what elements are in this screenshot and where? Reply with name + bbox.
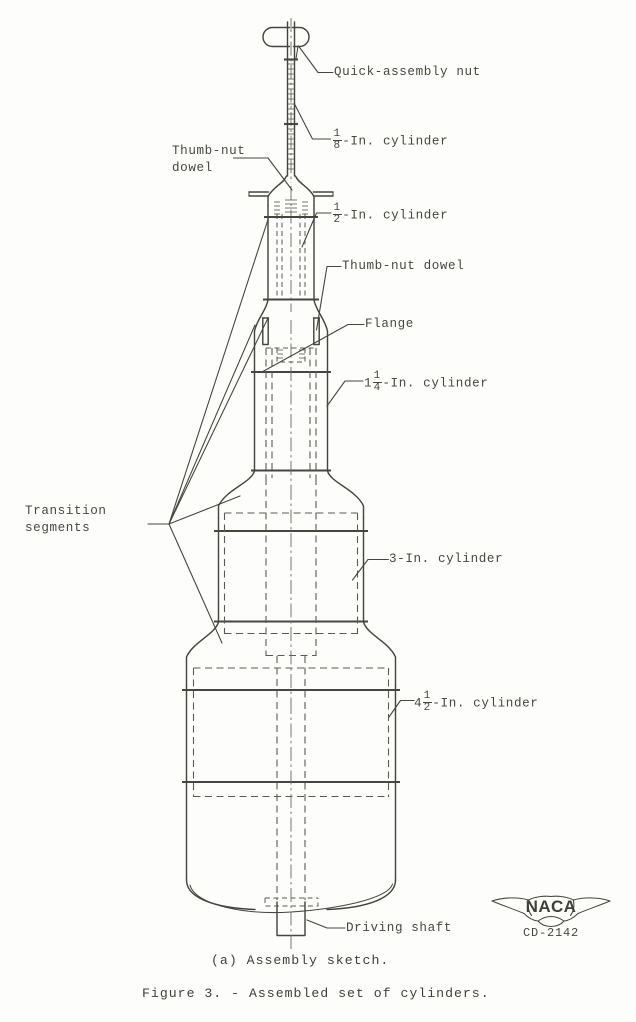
label-transition-segments-line1: Transition (25, 504, 107, 518)
label-flange: Flange (365, 317, 414, 331)
figure-caption: Figure 3. - Assembled set of cylinders. (142, 986, 490, 1001)
label-four-and-half-whole: 4 (414, 696, 423, 711)
naca-drawing-code: CD-2142 (522, 926, 579, 940)
label-one-and-quarter-suffix: -In. cylinder (382, 376, 489, 391)
label-half-inch-suffix: -In. cylinder (342, 208, 449, 223)
subcaption: (a) Assembly sketch. (211, 953, 390, 968)
label-three-inch-cylinder: 3-In. cylinder (389, 552, 504, 566)
driving-shaft-graphic (264, 656, 319, 952)
label-eighth-inch-suffix: -In. cylinder (342, 134, 449, 149)
naca-wordmark: NACA (525, 897, 577, 916)
label-four-and-half-suffix: -In. cylinder (432, 696, 539, 711)
one-and-quarter-inch-cylinder-graphic (251, 320, 331, 486)
transition-segment-oneandquarter-to-three (217, 470, 365, 519)
label-driving-shaft: Driving shaft (346, 921, 453, 935)
half-inch-cylinder-graphic (248, 186, 334, 312)
naca-logo: NACA CD-2142 (489, 897, 613, 941)
label-one-and-quarter-whole: 1 (364, 376, 373, 391)
naca-logo-graphic (491, 895, 611, 928)
label-thumb-nut-dowel-left-line1: Thumb-nut (172, 144, 246, 158)
label-transition-segments-line2: segments (25, 521, 91, 535)
label-quick-assembly-nut: Quick-assembly nut (334, 65, 481, 79)
transition-segment-three-to-fourandhalf (185, 621, 397, 687)
leader-lines (147, 45, 415, 929)
quick-assembly-nut-graphic (262, 26, 310, 61)
transition-segment-half-to-oneandquarter (253, 299, 329, 373)
label-thumb-nut-dowel-left-line2: dowel (172, 161, 213, 175)
three-inch-cylinder-graphic (214, 478, 368, 700)
label-thumb-nut-dowel-right: Thumb-nut dowel (342, 259, 465, 273)
eighth-inch-cylinder-graphic (284, 18, 298, 183)
